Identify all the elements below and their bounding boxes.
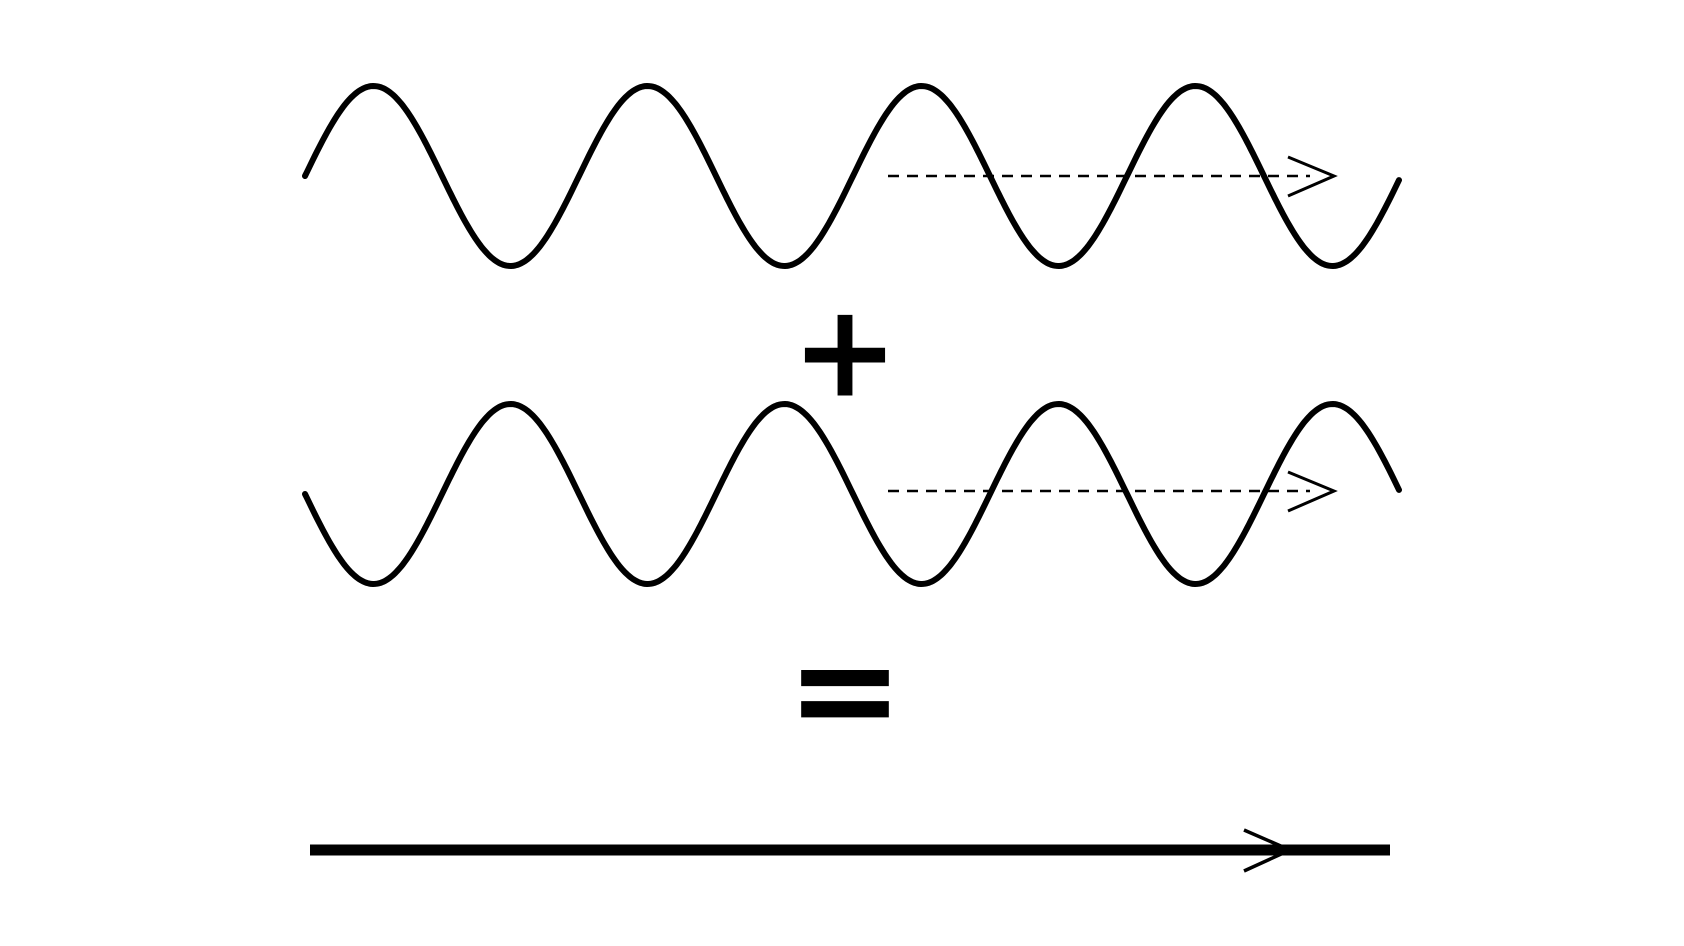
wave-top [302, 83, 1402, 269]
equals-symbol: = [786, 609, 903, 772]
wave-bottom [302, 401, 1402, 587]
propagation-arrow-top-head [1287, 155, 1338, 198]
result-arrow-head [1243, 828, 1295, 873]
plus-symbol: + [791, 278, 898, 427]
propagation-arrow-bottom-head [1287, 470, 1338, 513]
